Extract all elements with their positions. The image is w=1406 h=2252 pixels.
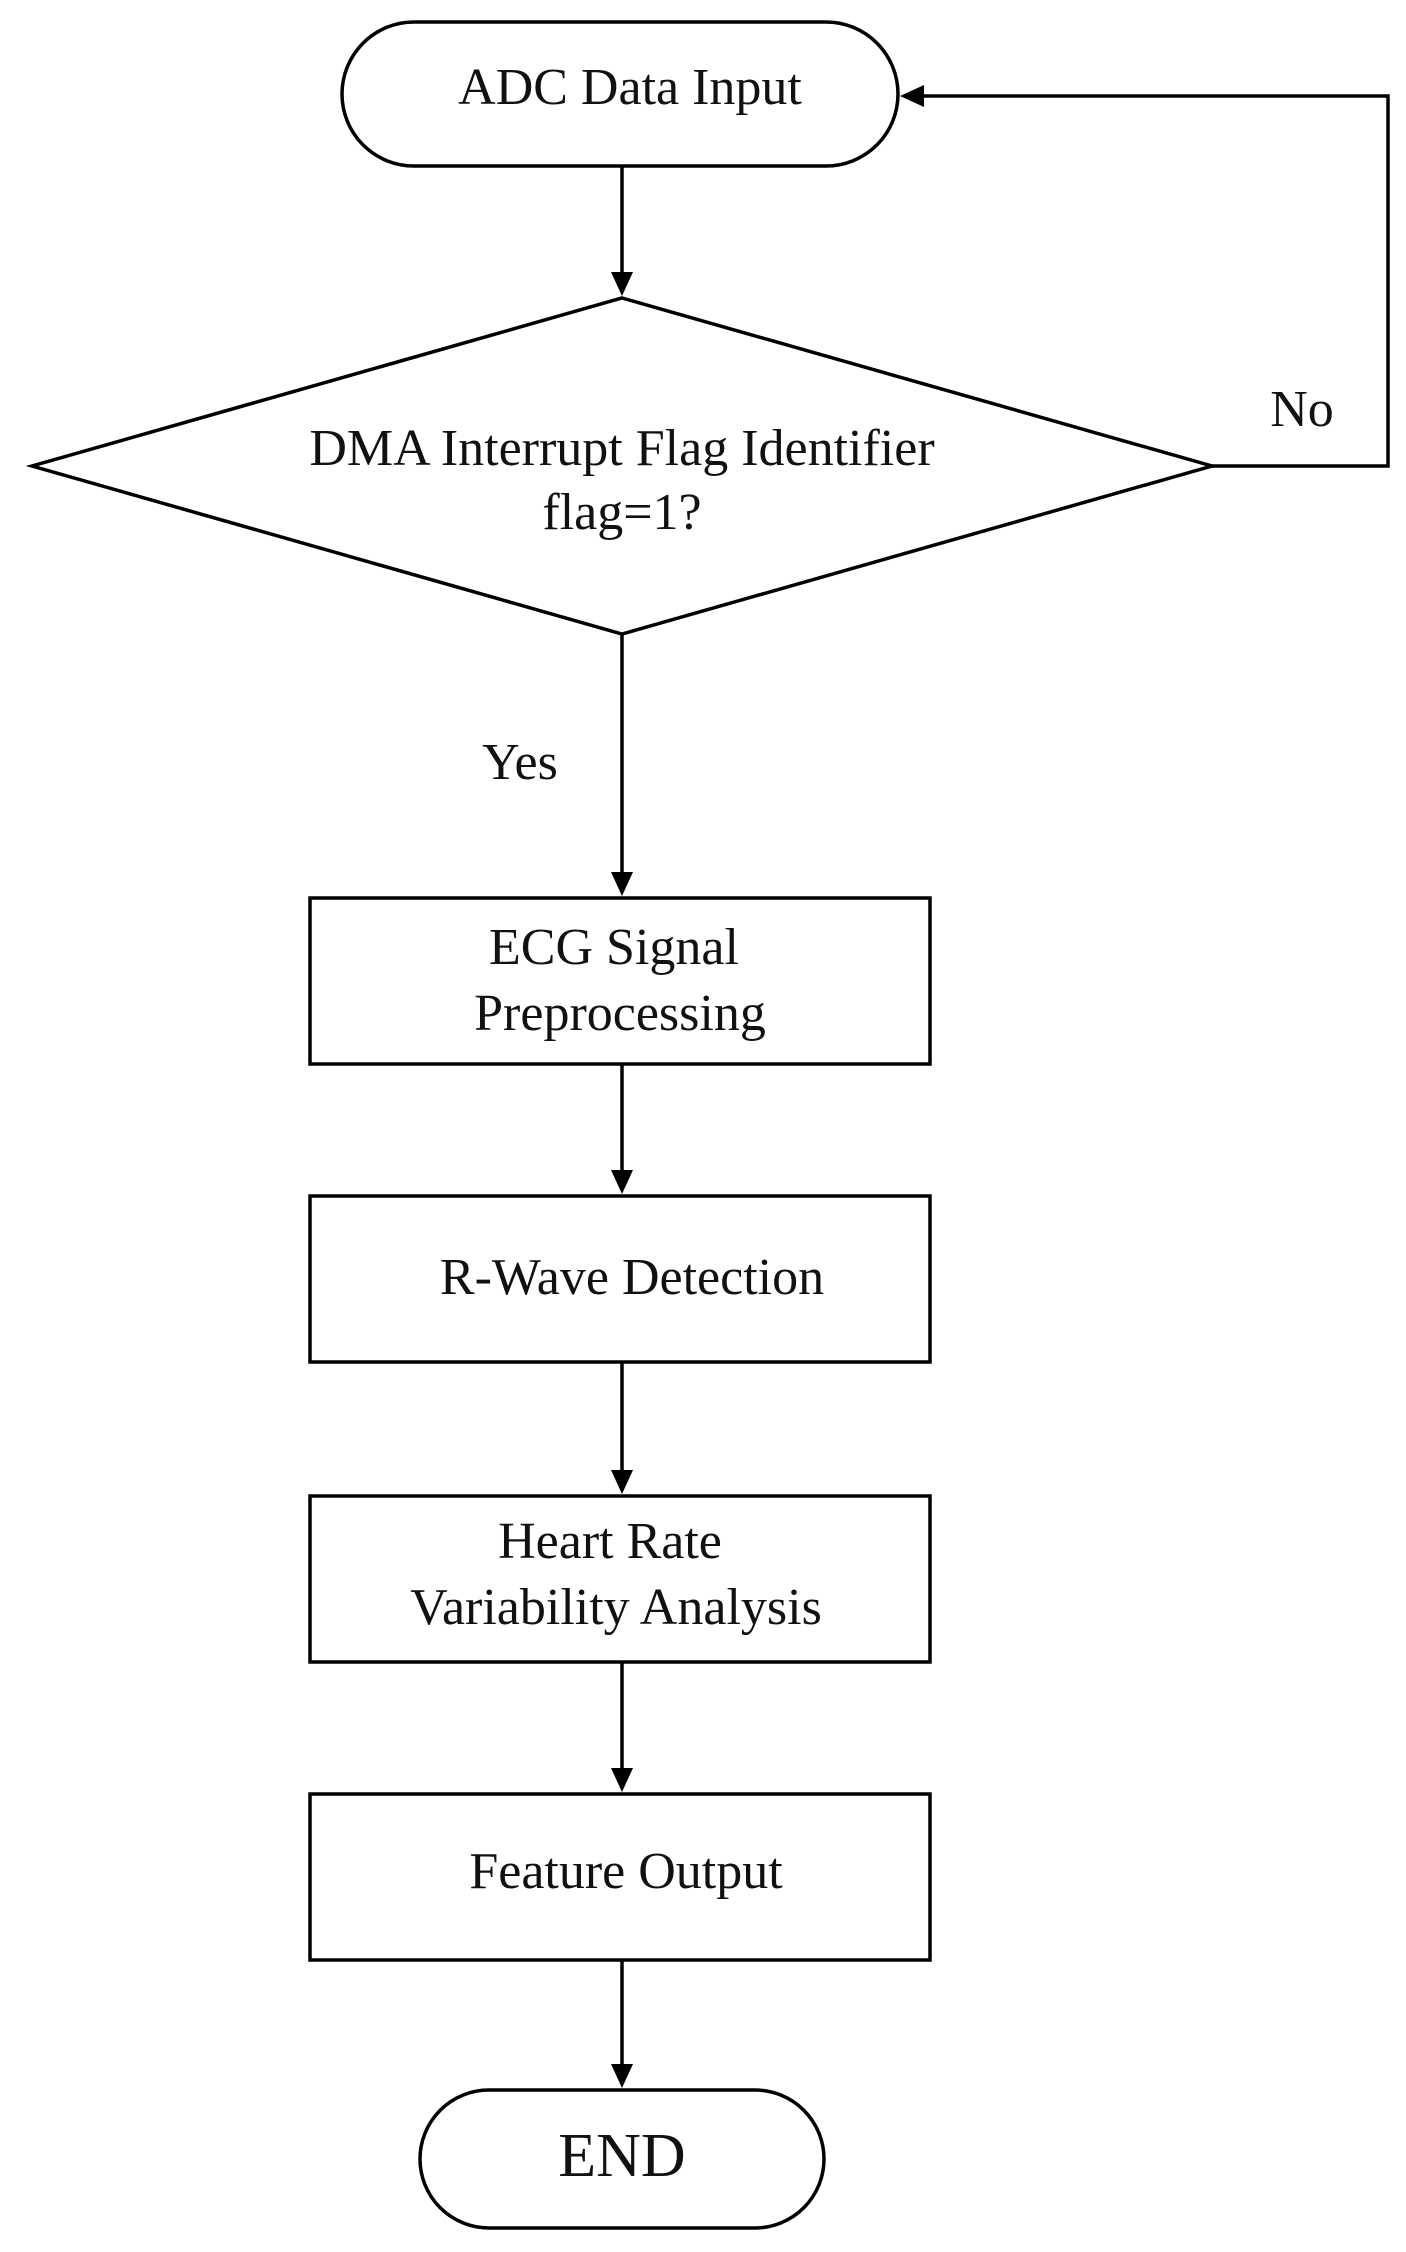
edge-rwave-to-hrv — [611, 1362, 633, 1494]
decision-diamond: DMA Interrupt Flag Identifier flag=1? — [25, 296, 1219, 636]
edge-no-label: No — [1270, 381, 1334, 438]
process-rwave-detection-label: R-Wave Detection — [440, 1249, 824, 1306]
edge-preprocessing-to-rwave — [611, 1064, 633, 1194]
process-feature-output-label: Feature Output — [469, 1843, 783, 1900]
start-terminator-label: ADC Data Input — [458, 59, 802, 116]
arrowhead-down — [611, 1470, 633, 1494]
arrowhead-down — [611, 1170, 633, 1194]
arrowhead-left — [900, 85, 924, 107]
end-terminator: END — [418, 2088, 826, 2230]
process-ecg-preprocessing-line1: ECG Signal — [489, 919, 739, 976]
process-hrv-analysis-line2: Variability Analysis — [410, 1579, 822, 1636]
arrowhead-down — [611, 272, 633, 296]
process-ecg-preprocessing-box — [308, 896, 932, 1066]
process-feature-output: Feature Output — [308, 1792, 932, 1962]
process-hrv-analysis-box — [308, 1494, 932, 1664]
end-terminator-shape — [418, 2088, 826, 2230]
process-hrv-analysis-line1: Heart Rate — [498, 1513, 722, 1570]
process-feature-output-box — [308, 1792, 932, 1962]
arrowhead-down — [611, 2064, 633, 2088]
arrowhead-down — [611, 872, 633, 896]
edge-decision-no-loop: No — [900, 85, 1390, 468]
decision-label-line2: flag=1? — [542, 484, 701, 541]
arrowhead-down — [611, 1768, 633, 1792]
process-rwave-detection: R-Wave Detection — [308, 1194, 932, 1364]
process-rwave-detection-box — [308, 1194, 932, 1364]
decision-label-line1: DMA Interrupt Flag Identifier — [309, 420, 934, 477]
edge-yes-label: Yes — [482, 734, 558, 791]
edge-decision-yes: Yes — [482, 634, 633, 896]
start-terminator-shape — [340, 20, 900, 168]
edge-hrv-to-feature — [611, 1662, 633, 1792]
process-hrv-analysis: Heart Rate Variability Analysis — [308, 1494, 932, 1664]
edge-start-to-decision — [611, 166, 633, 296]
process-ecg-preprocessing: ECG Signal Preprocessing — [308, 896, 932, 1066]
end-terminator-label: END — [558, 2122, 685, 2190]
start-terminator: ADC Data Input — [340, 20, 900, 168]
edge-feature-to-end — [611, 1960, 633, 2088]
process-ecg-preprocessing-line2: Preprocessing — [474, 985, 766, 1042]
